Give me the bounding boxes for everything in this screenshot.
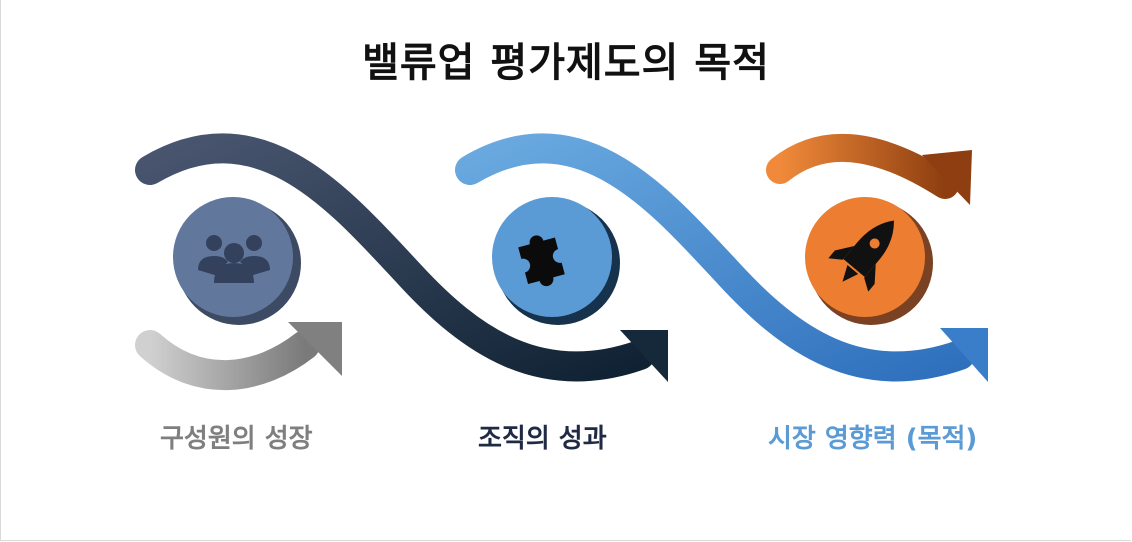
circle-members-growth — [173, 197, 301, 325]
page-title: 밸류업 평가제도의 목적 — [362, 40, 770, 86]
orange-market-arrow — [766, 134, 972, 205]
stage-label-org-performance: 조직의 성과 — [478, 424, 607, 454]
circle-org-performance — [492, 197, 620, 325]
blue-wave-arrow — [455, 133, 988, 382]
navy-wave-arrow — [135, 133, 668, 382]
stage-label-market-impact: 시장 영향력 (목적) — [768, 424, 978, 454]
stage-label-members-growth: 구성원의 성장 — [160, 424, 313, 454]
gray-growth-arrow — [135, 322, 342, 390]
rocket-icon — [828, 220, 894, 292]
circle-market-impact — [805, 197, 933, 325]
people-group-icon — [198, 235, 270, 283]
puzzle-piece-icon — [518, 235, 565, 287]
